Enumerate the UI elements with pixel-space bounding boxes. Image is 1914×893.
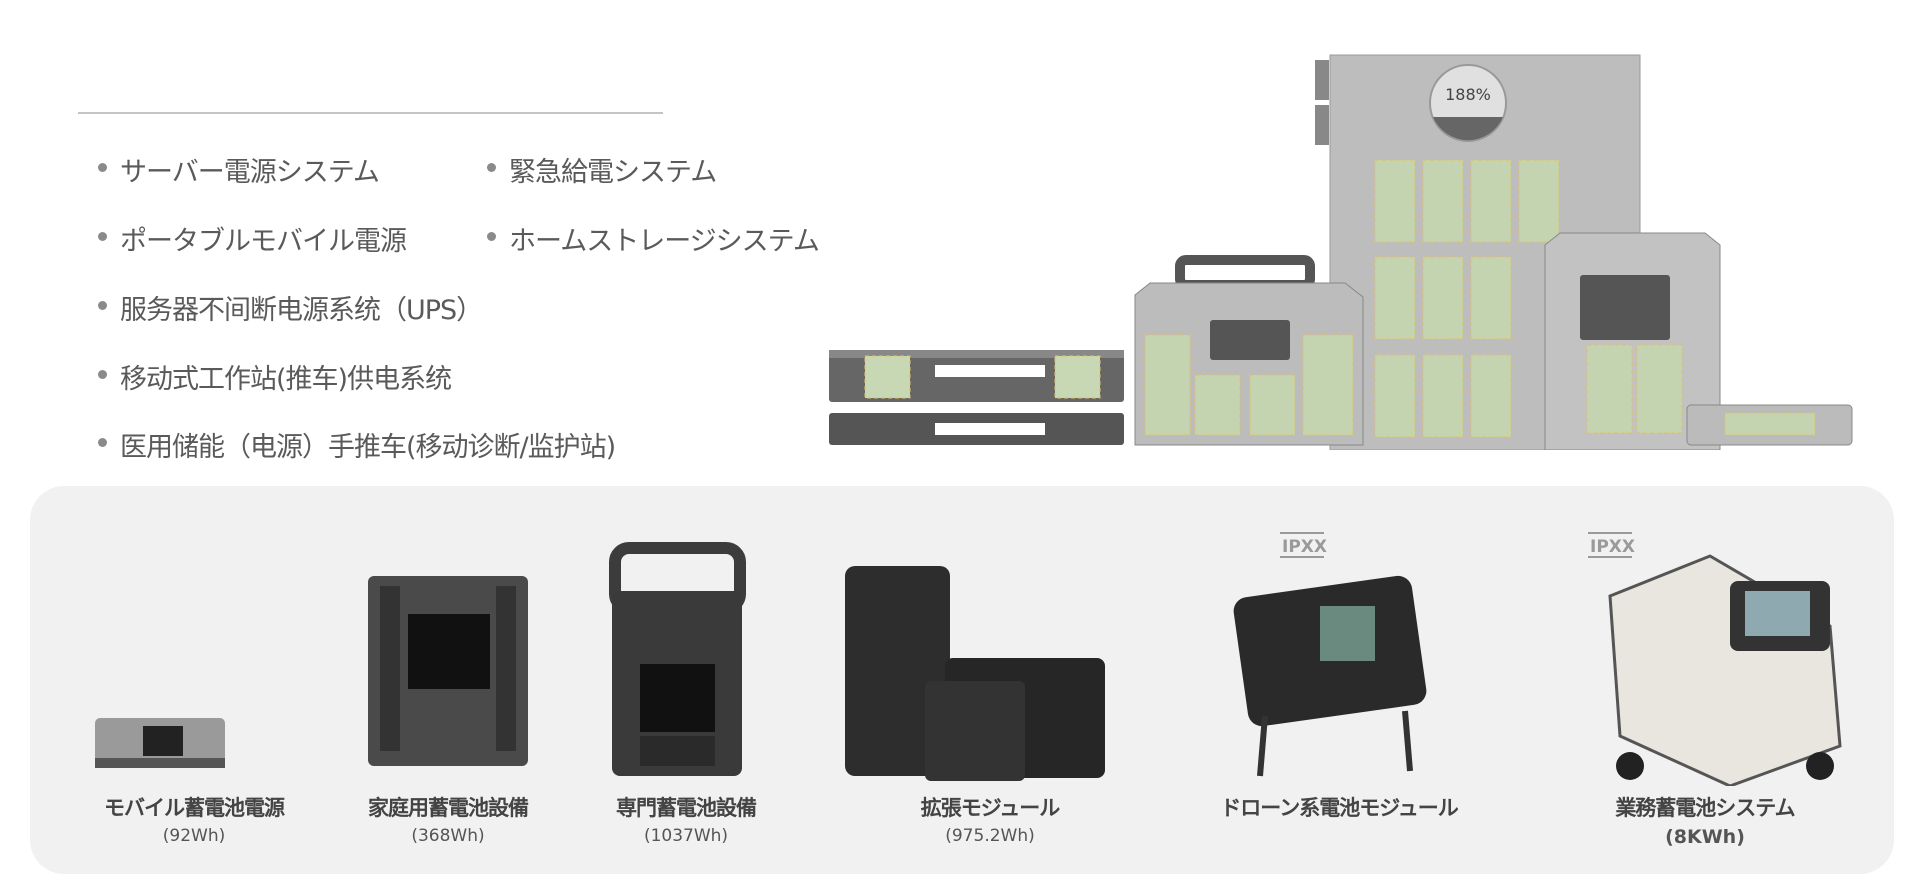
product-name: モバイル蓄電池電源 [104,796,285,820]
home-battery-image [368,576,528,766]
product-name: 拡張モジュール [920,796,1061,820]
product-card: 家庭用蓄電池設備 (368Wh) [368,792,529,846]
product-capacity: (975.2Wh) [945,826,1035,846]
expansion-module-image [845,566,1105,781]
application-item: 服务器不间断电源系统（UPS） [97,288,483,327]
svg-text:IPXX: IPXX [1590,537,1635,557]
cabinet-station-illustration [1544,232,1853,450]
product-name: 専門蓄電池設備 [616,796,757,820]
application-item: 緊急給電システム [486,150,717,189]
product-images: IPXX IPXX [95,532,1842,786]
divider-line [78,112,663,114]
application-item: 医用储能（电源）手推车(移动诊断/监护站) [97,425,616,464]
product-name: 家庭用蓄電池設備 [368,796,529,820]
product-name: 業務蓄電池システム [1615,796,1795,820]
svg-text:188%: 188% [1445,85,1491,104]
application-item: サーバー電源システム [98,150,380,189]
product-card: 専門蓄電池設備 (1037Wh) [616,792,757,846]
industrial-battery-image [1608,554,1842,786]
application-item: ホームストレージシステム [487,219,820,258]
product-lineup-illustration: 188% [829,54,1853,450]
pro-battery-image [609,542,746,776]
rack-unit-illustration [829,350,1124,445]
application-item: ポータブルモバイル電源 [98,219,407,258]
application-item: 移动式工作站(推车)供电系统 [97,357,452,396]
product-capacity: (8KWh) [1665,826,1745,848]
svg-text:IPXX: IPXX [1282,537,1327,557]
product-card: ドローン系電池モジュール [1220,792,1458,826]
portable-station-illustration [1134,255,1364,446]
product-card: 業務蓄電池システム (8KWh) [1615,792,1795,848]
drone-battery-image [1233,575,1427,777]
product-card: 拡張モジュール (975.2Wh) [920,792,1061,846]
product-capacity: (92Wh) [162,826,226,846]
product-capacity: (368Wh) [411,826,485,846]
ipxx-badge: IPXX IPXX [1280,532,1635,558]
product-name: ドローン系電池モジュール [1220,796,1458,820]
product-card: モバイル蓄電池電源 (92Wh) [104,792,285,846]
product-capacity: (1037Wh) [643,826,729,846]
mobile-battery-image [95,718,225,768]
